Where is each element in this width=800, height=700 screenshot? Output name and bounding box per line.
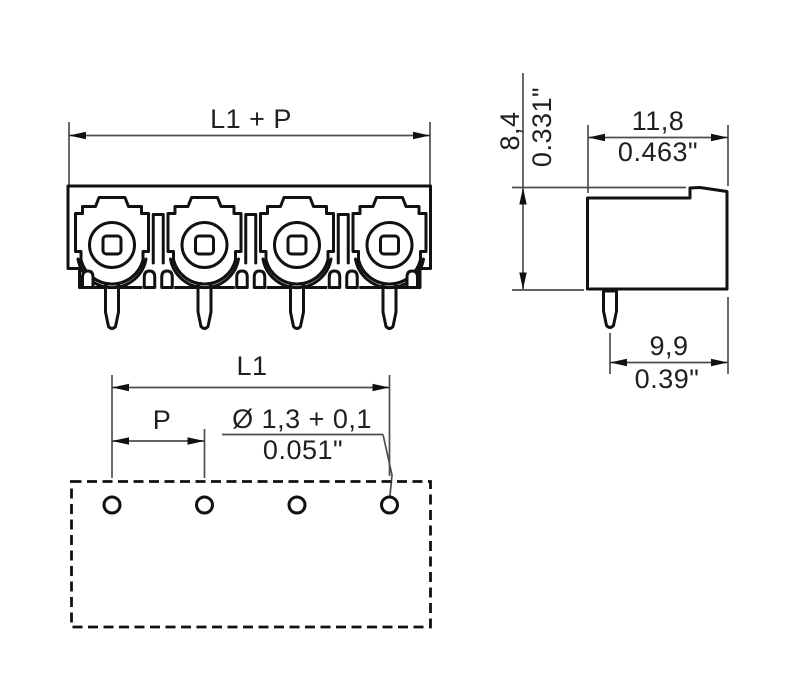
dim-depth: 11,8 0.463" [587,106,729,193]
foot [345,269,359,289]
arrowhead-down [519,272,527,290]
front-body-outline [66,184,432,289]
dim-depth-in-label: 0.463" [618,137,698,167]
castellation-feet [81,269,419,289]
hole-diameter-callout: Ø 1,3 + 0,1 0.051" [222,404,393,496]
arrowhead-left [112,437,129,445]
bulge-outer-arc [76,257,148,290]
dim-row-length: L1 [111,351,391,478]
drill-hole-3 [287,495,307,515]
front-view: L1 + P [66,104,432,330]
contact-cavity-4 [351,196,428,286]
arrowhead-left [588,133,605,142]
foot [252,269,267,289]
separator-channel [151,213,165,265]
arrowhead-right [372,383,390,392]
foot [160,269,174,289]
dim-pin-to-edge: 9,9 0.39" [609,297,729,394]
arrowhead-left [112,383,129,392]
side-solder-pin [602,289,618,329]
pcb-dashed-outline [70,480,432,629]
contact-square-hole [379,234,400,256]
bulge-inner-arc [357,258,422,286]
dim-pitch: P [112,405,206,478]
contact-square-hole [286,234,308,256]
solder-pin-3 [289,282,305,330]
dim-depth-mm-label: 11,8 [632,106,685,136]
solder-pin-4 [381,282,398,330]
contact-circle [273,221,321,269]
dim-pin-to-edge-mm-label: 9,9 [649,331,688,361]
dim-pitch-label: P [153,405,172,435]
dim-row-length-label: L1 [236,351,267,381]
foot [142,269,157,289]
solder-pin-1 [104,282,120,330]
arrowhead-right [711,358,728,367]
leader-line [382,434,393,496]
bulge-inner-arc [264,258,330,286]
contact-square-hole [101,234,123,256]
arrowhead-left [69,131,86,140]
foot [81,269,95,289]
contact-circle [88,221,136,269]
drill-hole-4 [380,495,399,515]
hole-diameter-in-label: 0.051" [263,435,343,465]
side-view: 8,4 0.331" 11,8 0.463" 9,9 0.39" [495,73,729,394]
arrowhead-right [711,133,728,142]
arrowhead-left [610,358,627,367]
dim-overall-width: L1 + P [68,104,431,185]
separator-channel [336,213,350,265]
foot [235,269,249,289]
solder-pin-2 [196,282,213,330]
dim-height-in-label: 0.331" [527,87,557,167]
arrowhead-right [413,131,430,140]
drill-hole-1 [102,495,122,515]
foot [405,269,419,289]
contact-square-hole [194,234,215,256]
hole-diameter-mm-label: Ø 1,3 + 0,1 [232,404,372,434]
dim-pin-to-edge-in-label: 0.39" [635,364,700,394]
dim-height-mm-label: 8,4 [495,111,525,150]
foot [327,269,342,289]
bulge-outer-arc [354,257,425,290]
bulge-outer-arc [169,257,240,290]
contact-circle [365,221,414,269]
drill-hole-2 [195,495,214,515]
bulge-outer-arc [261,257,333,290]
dim-overall-width-label: L1 + P [210,104,292,134]
arrowhead-up [519,187,527,205]
arrowhead-right [187,437,205,445]
contact-circle [180,221,229,269]
drilling-plan-view: L1 P Ø 1,3 + 0,1 0.051" [70,351,432,629]
bulge-inner-arc [172,258,237,286]
separator-channel [244,213,258,265]
dim-height: 8,4 0.331" [495,73,686,291]
side-body-outline [586,186,729,291]
